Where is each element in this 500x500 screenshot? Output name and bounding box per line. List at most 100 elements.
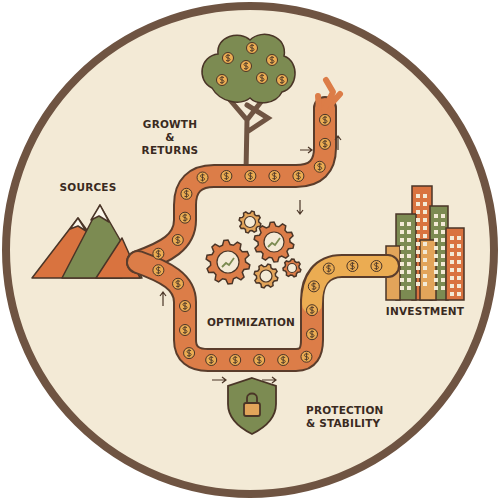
window [416,226,420,230]
gear-hub [288,264,297,273]
window [416,210,420,214]
gear [206,240,250,284]
region-label: GROWTH & RETURNS [137,118,203,157]
window [457,244,461,248]
window [400,238,404,242]
window [416,258,420,262]
window [400,278,404,282]
region-label: OPTIMIZATION [201,316,301,329]
coin [173,278,184,289]
window [423,210,427,214]
mountains [32,205,142,278]
window [407,262,411,266]
region-label: INVESTMENT [385,305,465,318]
window [457,252,461,256]
window [441,246,445,250]
coin [320,138,331,149]
window [423,258,427,262]
flow-arrows [160,136,341,383]
coin [347,261,358,272]
window [423,218,427,222]
window [450,284,454,288]
window [450,292,454,296]
window [434,270,438,274]
coin [181,188,192,199]
coin [308,281,319,292]
window [400,254,404,258]
window [457,284,461,288]
coin [180,301,191,312]
window [407,222,411,226]
coin [172,234,183,245]
window [423,202,427,206]
chart-icon [268,238,280,247]
window [441,238,445,242]
coin [223,53,234,64]
window [416,218,420,222]
gear [239,211,261,233]
window [423,234,427,238]
window [434,262,438,266]
window [441,278,445,282]
badge-circle [6,6,494,494]
window [457,260,461,264]
window [400,222,404,226]
window [450,268,454,272]
coin [247,43,258,54]
window [441,270,445,274]
window [457,236,461,240]
window [423,250,427,254]
coin [230,355,241,366]
window [407,254,411,258]
window [407,270,411,274]
coin [180,212,191,223]
window [400,262,404,266]
window [441,230,445,234]
window [434,230,438,234]
window [416,234,420,238]
coin [307,305,318,316]
chart-icon [222,258,234,267]
coin [371,261,382,272]
window [450,252,454,256]
coin [323,263,334,274]
window [423,226,427,230]
window [407,278,411,282]
protection-shield [228,378,276,434]
gear-hub [245,217,256,228]
window [434,222,438,226]
window [450,244,454,248]
coin [257,73,268,84]
window [416,266,420,270]
optimization-gears [206,211,301,288]
window [434,214,438,218]
window [441,254,445,258]
region-label: PROTECTION & STABILITY [306,404,386,430]
coin [301,351,312,362]
money-road [138,80,388,360]
city-windows [400,194,461,296]
coin [320,114,331,125]
window [450,260,454,264]
coin [267,55,278,66]
coin [217,75,228,86]
window [423,242,427,246]
coin [314,161,325,172]
window [434,254,438,258]
money-tree [202,34,295,172]
gear [283,259,301,277]
coin [153,248,164,259]
window [450,236,454,240]
window [416,194,420,198]
window [416,202,420,206]
window [416,250,420,254]
window [423,282,427,286]
coin [180,325,191,336]
window [400,246,404,250]
window [434,286,438,290]
window [434,246,438,250]
window [423,266,427,270]
window [416,242,420,246]
window [407,230,411,234]
